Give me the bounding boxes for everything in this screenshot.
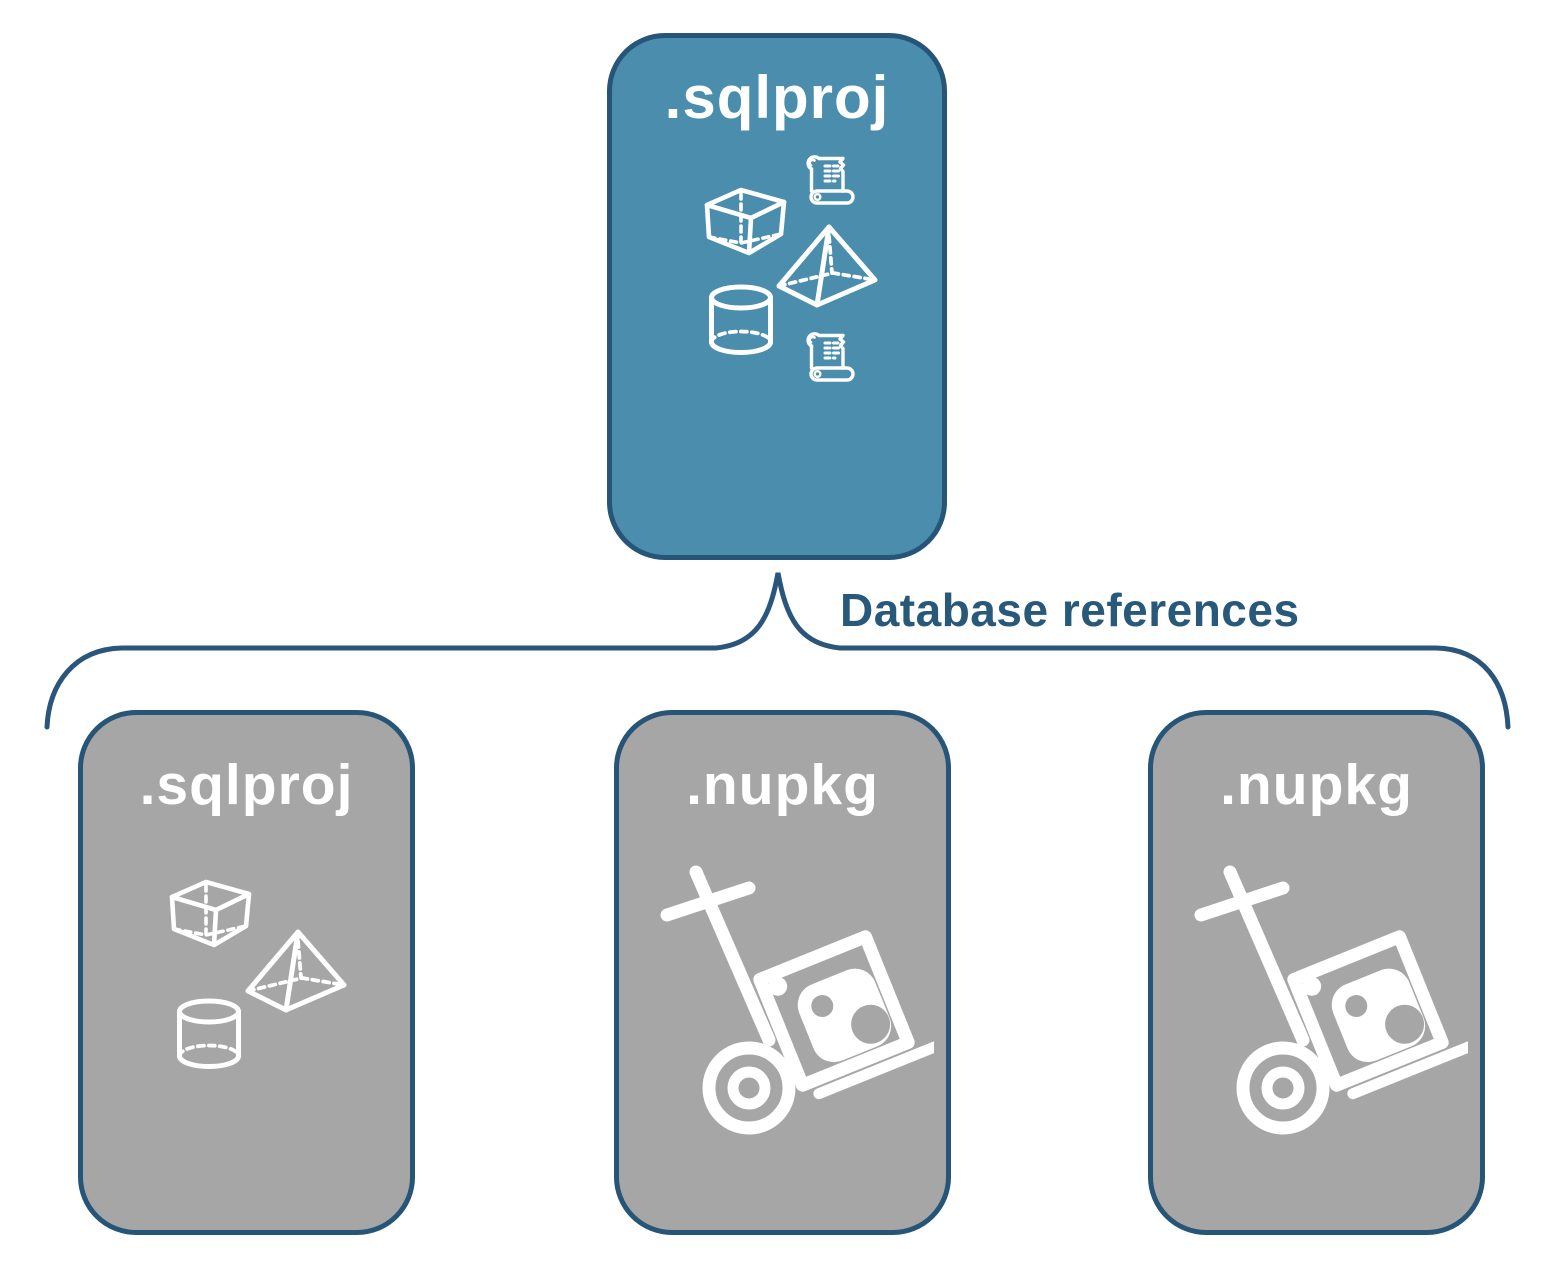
script-scroll-icon [806,155,855,205]
script-scroll-icon [806,332,855,382]
nuget-dolly-icon [1194,865,1468,1135]
pyramid-icon [776,224,878,308]
edge-label: Database references [840,584,1300,636]
cylinder-icon [709,284,773,355]
nuget-dolly-icon [660,865,934,1135]
node-root-label: .sqlproj [664,64,890,131]
pyramid-icon [245,929,347,1013]
node-child-label: .nupkg [1220,753,1413,817]
cube-icon [704,187,787,256]
node-child-nupkg: .nupkg [1148,710,1485,1235]
node-child-label: .sqlproj [139,753,354,817]
node-child-sqlproj: .sqlproj [78,710,415,1235]
node-child-label: .nupkg [686,753,879,817]
node-root-sqlproj: .sqlproj [607,33,947,560]
node-child-nupkg: .nupkg [614,710,951,1235]
cube-icon [169,879,252,948]
cylinder-icon [177,998,241,1069]
